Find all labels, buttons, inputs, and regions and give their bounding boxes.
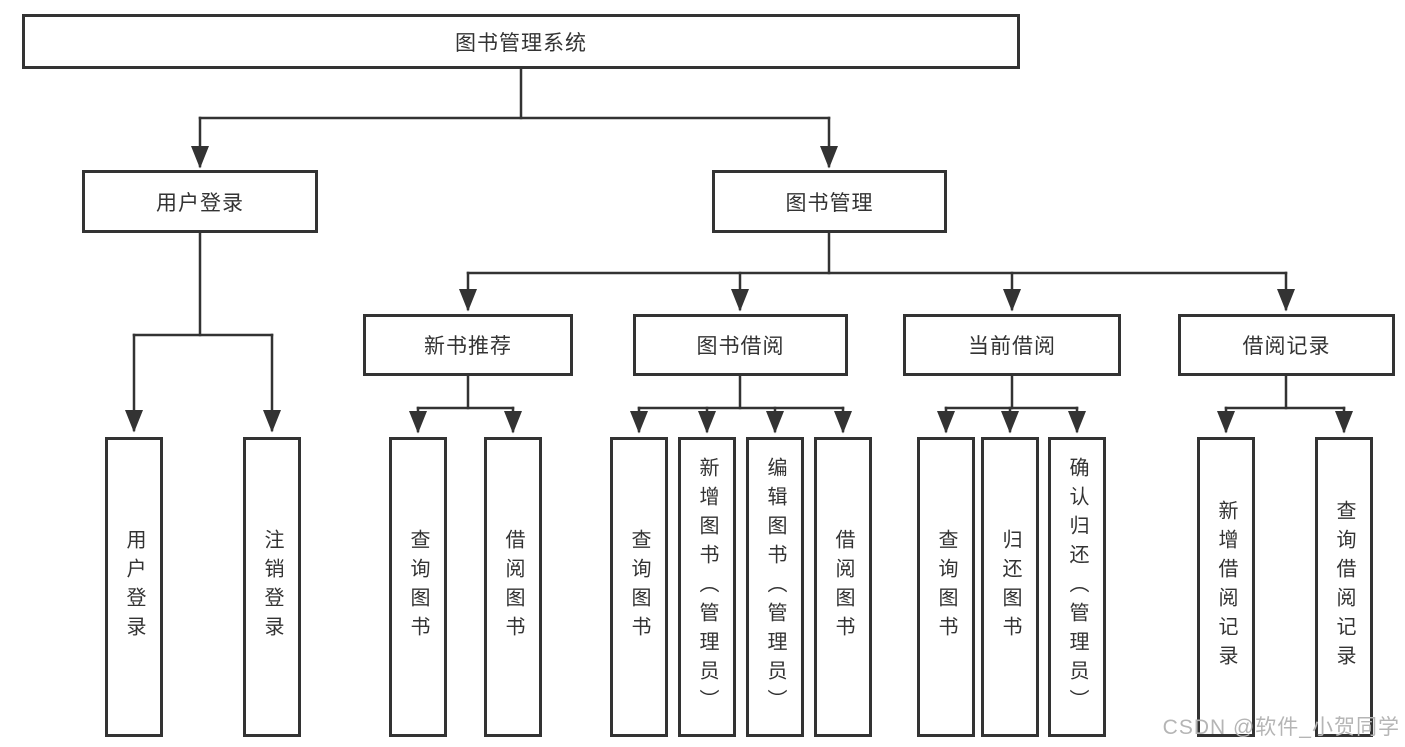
leaf-label: 确认归还（管理员） [1066, 456, 1088, 718]
leaf-borrow-books: 借阅图书 [814, 437, 872, 737]
leaf-return-book: 归还图书 [981, 437, 1039, 737]
leaf-add-book-admin: 新增图书（管理员） [678, 437, 736, 737]
leaf-query-books-current: 查询图书 [917, 437, 975, 737]
leaf-label: 新增图书（管理员） [696, 456, 718, 718]
node-user-login: 用户登录 [82, 170, 318, 233]
connector-book-borrow-children [629, 374, 852, 434]
connector-new-book-children [408, 374, 522, 434]
leaf-label: 借阅图书 [502, 529, 524, 645]
leaf-label: 新增借阅记录 [1215, 500, 1237, 674]
leaf-label: 查询图书 [935, 529, 957, 645]
connector-borrow-record-children [1216, 374, 1353, 434]
leaf-confirm-return-admin: 确认归还（管理员） [1048, 437, 1106, 737]
leaf-query-books-borrow: 查询图书 [610, 437, 668, 737]
node-new-book-recommendation: 新书推荐 [363, 314, 573, 376]
leaf-query-books-recommend: 查询图书 [389, 437, 447, 737]
node-book-management: 图书管理 [712, 170, 947, 233]
leaf-query-borrow-record: 查询借阅记录 [1315, 437, 1373, 737]
connector-current-borrow-children [936, 374, 1086, 434]
leaf-label: 借阅图书 [832, 529, 854, 645]
connector-root-to-level2 [190, 66, 838, 169]
leaf-label: 编辑图书（管理员） [764, 456, 786, 718]
node-library-management-system: 图书管理系统 [22, 14, 1020, 69]
leaf-add-borrow-record: 新增借阅记录 [1197, 437, 1255, 737]
leaf-label: 注销登录 [261, 529, 283, 645]
leaf-logout: 注销登录 [243, 437, 301, 737]
leaf-label: 查询图书 [407, 529, 429, 645]
leaf-borrow-books-recommend: 借阅图书 [484, 437, 542, 737]
node-book-borrowing: 图书借阅 [633, 314, 848, 376]
leaf-user-login: 用户登录 [105, 437, 163, 737]
node-borrowing-records: 借阅记录 [1178, 314, 1395, 376]
node-current-borrowing: 当前借阅 [903, 314, 1121, 376]
leaf-label: 查询借阅记录 [1333, 500, 1355, 674]
leaf-label: 查询图书 [628, 529, 650, 645]
leaf-label: 用户登录 [123, 529, 145, 645]
leaf-label: 归还图书 [999, 529, 1021, 645]
connector-user-login-children [124, 231, 281, 433]
connector-book-management-children [458, 231, 1295, 312]
leaf-edit-book-admin: 编辑图书（管理员） [746, 437, 804, 737]
csdn-watermark: CSDN @软件_小贺同学 [1162, 716, 1400, 739]
